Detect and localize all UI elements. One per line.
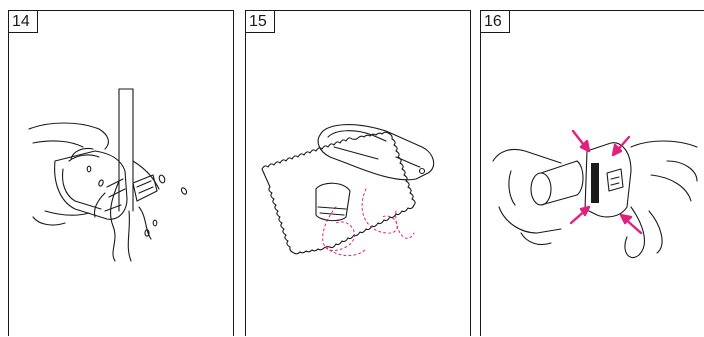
step-number: 16 [480,10,510,33]
drying-illustration [246,11,470,337]
step-panel-14: 14 [8,10,234,336]
insert-cap-illustration [481,11,704,337]
step-number: 15 [245,10,275,33]
step-number: 14 [8,10,38,33]
step-panel-15: 15 [245,10,471,336]
rinse-illustration [9,11,233,337]
step-panel-16: 16 [480,10,704,336]
